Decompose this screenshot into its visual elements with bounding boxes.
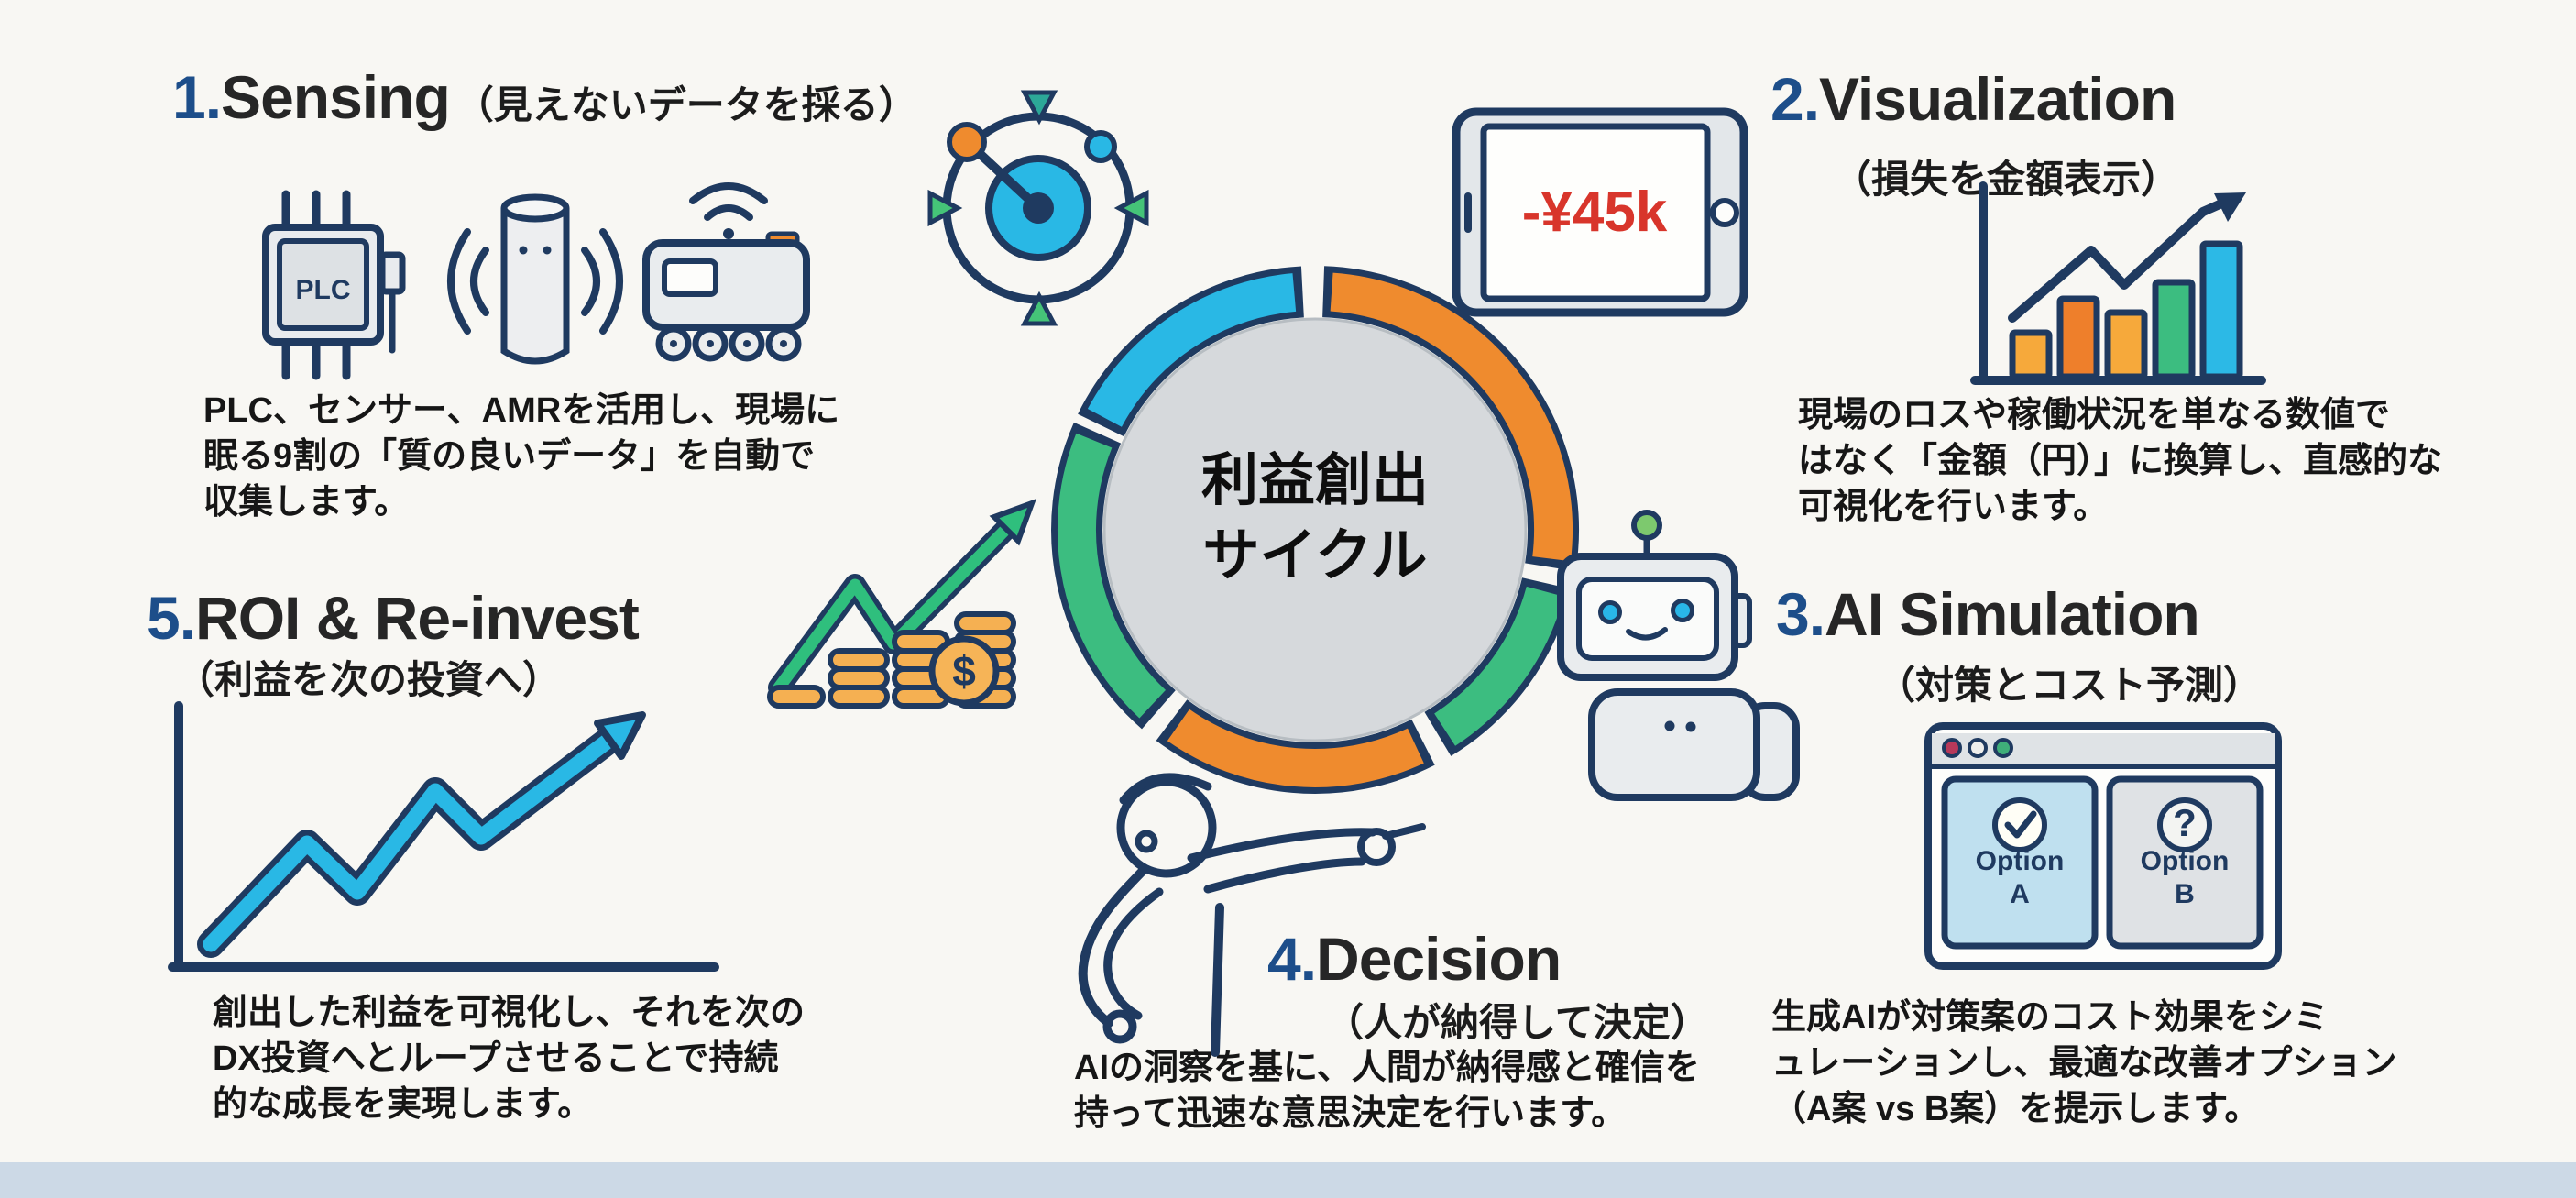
dollar-coin-icon — [928, 635, 1000, 707]
pointing-finger-line — [1382, 823, 1426, 840]
visualization-description: 現場のロスや稼働状況を単なる数値で はなく「金額（円）」に換算し、直感的な 可視… — [1798, 396, 2443, 526]
sensing-description: PLC、センサー、AMRを活用し、現場に 眠る9割の「質の良いデータ」を自動で … — [203, 391, 840, 522]
signal-waves-icon — [447, 228, 623, 335]
hair-line — [1119, 773, 1212, 805]
decision-title-text: Decision — [1316, 925, 1562, 993]
roi-title-text: ROI & Re-invest — [195, 584, 640, 652]
pointing-person-icon — [1078, 773, 1426, 1057]
bars — [2009, 240, 2243, 380]
tablet-icon — [1452, 107, 1748, 317]
option-a-card — [1941, 775, 2099, 950]
roi-chart-icon — [168, 701, 719, 972]
roi-subtitle: （利益を次の投資へ） — [176, 658, 562, 701]
profit-cycle-ring-icon — [1051, 266, 1579, 794]
simulation-window-icon — [1924, 722, 2282, 970]
ai-simulation-title: 3.AI Simulation — [1776, 579, 2200, 649]
ai-robot-icon — [1557, 510, 1800, 801]
sensing-title-text: Sensing — [221, 63, 451, 131]
sensing-subtitle: （見えないデータを採る） — [455, 83, 917, 126]
decision-description: AIの洞察を基に、人間が納得感と確信を 持って迅速な意思決定を行います。 — [1074, 1049, 1700, 1133]
home-button-icon — [1710, 198, 1739, 227]
visualization-subtitle: （損失を金額表示） — [1833, 158, 2180, 201]
amr-wheels — [655, 325, 802, 362]
option-a-label: Option A — [1975, 846, 2065, 909]
window-dot-icon — [1942, 738, 1962, 758]
question-circle-icon — [2157, 797, 2212, 852]
dollar-symbol: $ — [952, 647, 976, 695]
roi-description: 創出した利益を可視化し、それを次の DX投資へとループさせることで持続 的な成長… — [213, 994, 806, 1124]
robot-eye-icon — [1671, 599, 1694, 622]
ring-segments — [1058, 272, 1573, 787]
trend-arrowhead-icon — [2214, 192, 2246, 222]
ai-simulation-description: 生成AIが対策案のコスト効果をシミ ュレーションし、最適な改善オプション （A案… — [1771, 998, 2397, 1128]
visualization-title: 2.Visualization — [1770, 64, 2176, 134]
decision-title: 4.Decision — [1267, 924, 1562, 994]
plc-pins — [281, 190, 351, 380]
footer-band — [0, 1162, 2576, 1198]
loss-amount-value: -¥45k — [1521, 181, 1668, 244]
sensing-number: 1. — [172, 63, 222, 131]
ai-simulation-title-text: AI Simulation — [1825, 580, 2200, 648]
pointing-hand-line — [1357, 828, 1396, 866]
window-dot-icon — [1968, 738, 1988, 758]
roi-arrowhead-icon — [594, 711, 646, 760]
question-mark: ? — [2173, 801, 2197, 844]
visualization-number: 2. — [1770, 65, 1820, 133]
sensing-title: 1.Sensing（見えないデータを採る） — [172, 62, 917, 132]
growth-arrowhead-icon — [989, 498, 1037, 546]
robot-smile-icon — [1626, 627, 1668, 641]
window-dot-icon — [1993, 738, 2013, 758]
roi-title: 5.ROI & Re-invest — [147, 583, 640, 653]
check-icon — [2004, 810, 2037, 839]
option-b-card — [2106, 775, 2264, 950]
ring-inner-disc — [1102, 317, 1528, 742]
amr-robot-icon — [642, 182, 810, 362]
roi-number: 5. — [147, 584, 196, 652]
wifi-icon — [689, 182, 768, 221]
robot-eye-icon — [1598, 600, 1622, 624]
coins-growth-icon — [767, 498, 1037, 709]
option-b-label: Option B — [2140, 846, 2230, 909]
bar-chart-icon — [1970, 181, 2266, 385]
hip-hand-line — [1102, 1009, 1137, 1044]
ai-simulation-subtitle: （対策とコスト予測） — [1877, 664, 2263, 707]
ear-line — [1135, 830, 1158, 853]
decision-subtitle: （人が納得して決定） — [1325, 1001, 1709, 1044]
decision-number: 4. — [1267, 925, 1317, 993]
ai-simulation-number: 3. — [1776, 580, 1825, 648]
cycle-center-label: 利益創出 サイクル — [1200, 449, 1429, 588]
plc-label: PLC — [295, 275, 351, 305]
radar-gauge-icon — [927, 90, 1149, 326]
sensor-icon — [447, 193, 623, 365]
visualization-title-text: Visualization — [1819, 65, 2176, 133]
antenna-icon — [1631, 510, 1662, 541]
plc-chip-icon — [262, 190, 406, 380]
